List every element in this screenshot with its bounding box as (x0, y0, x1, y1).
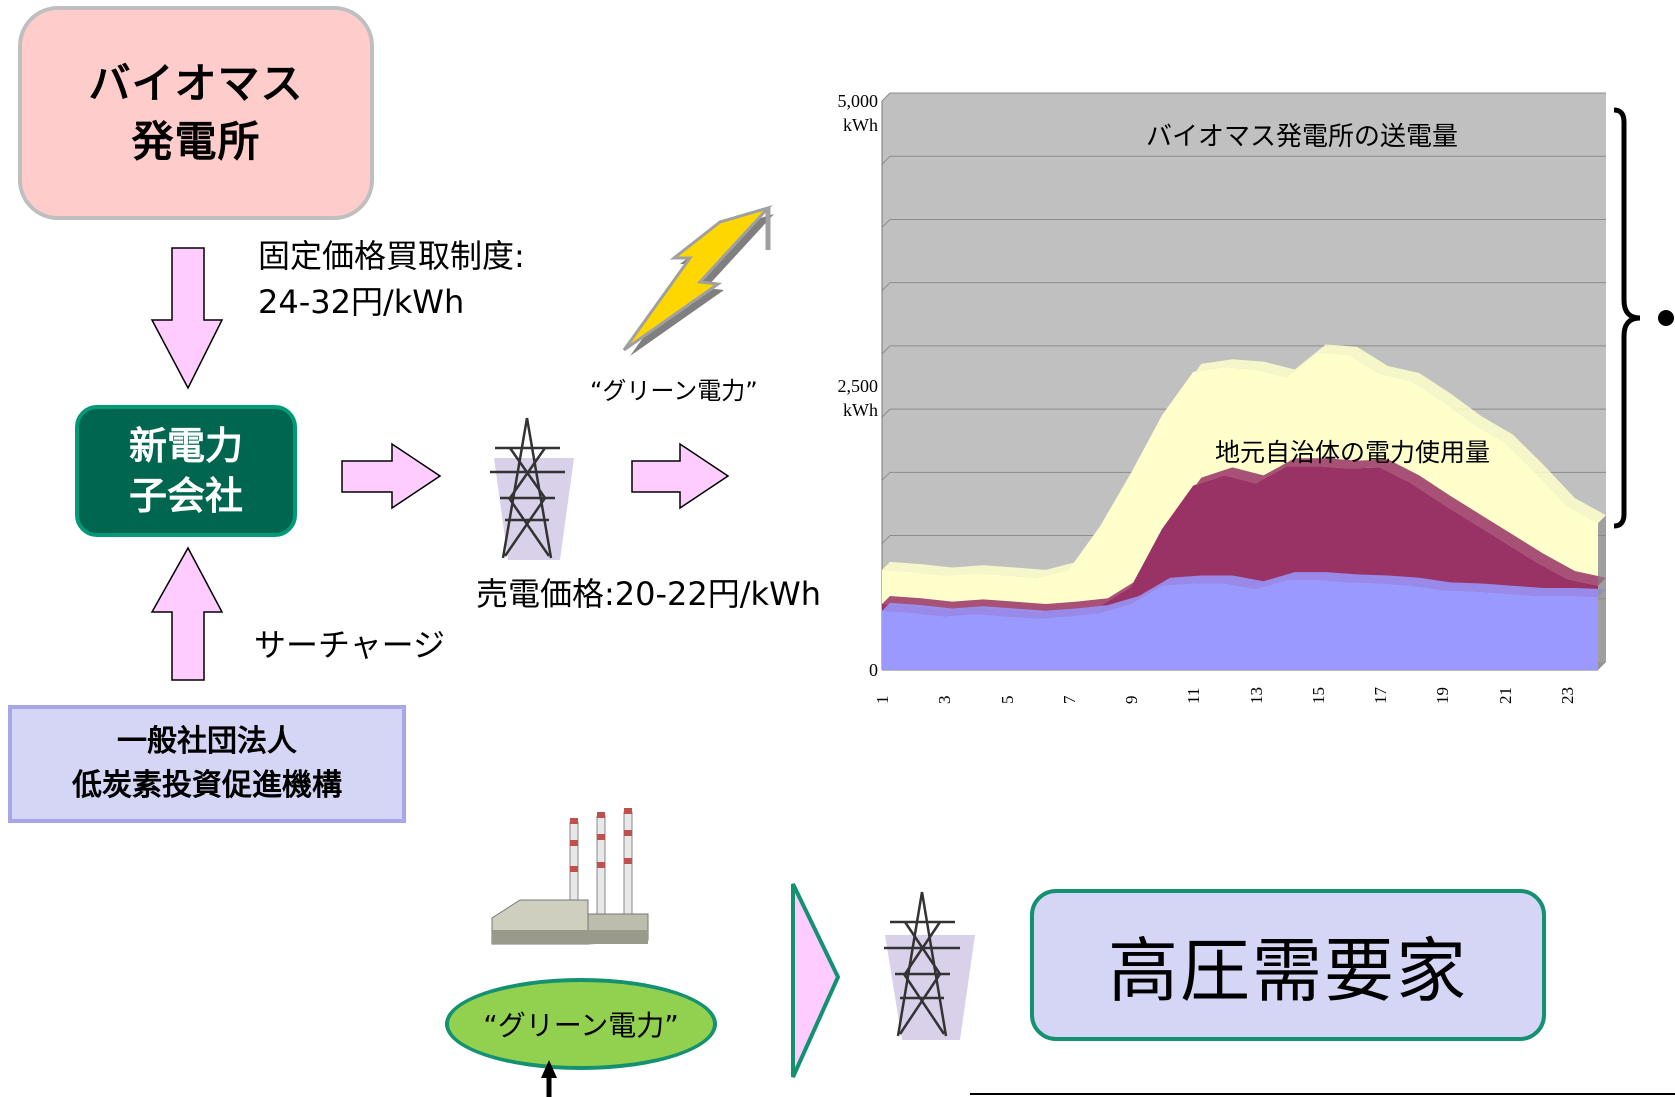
chart-title: バイオマス発電所の送電量 (1146, 122, 1459, 152)
chart-gridline (881, 471, 891, 481)
subsidiary-line2: 子会社 (128, 474, 243, 518)
chart-side-face (1598, 515, 1606, 670)
fit-down-arrow (150, 247, 224, 390)
chart-y-tick-label: 0 (808, 658, 878, 682)
bullet-dot (1658, 310, 1674, 326)
chart-y-tick-label: 2,500 kWh (808, 374, 879, 422)
customer-triangle-arrow (791, 883, 841, 1078)
association-line2: 低炭素投資促進機構 (72, 768, 342, 803)
association-line1: 一般社団法人 (117, 724, 297, 759)
chart-gridline (881, 155, 891, 165)
subsidiary-box: 新電力 子会社 (75, 405, 297, 537)
chart-x-tick-label: 1 (873, 695, 892, 705)
supply-right-arrow-1 (341, 442, 442, 510)
chart-gridline (881, 219, 891, 228)
chart-x-tick-label: 7 (1059, 695, 1079, 705)
power-tower-icon (884, 891, 975, 1040)
sale-price-label: 売電価格:20-22円/kWh (476, 575, 822, 613)
association-box: 一般社団法人 低炭素投資促進機構 (8, 705, 406, 823)
biomass-plant-line1: バイオマス (88, 59, 304, 108)
chart-x-tick-label: 9 (1122, 695, 1142, 705)
fit-label-line2: 24-32円/kWh (258, 283, 465, 321)
chart-gridline (881, 535, 891, 544)
chart-series-area (882, 580, 1598, 670)
lightning-icon (622, 205, 774, 356)
chart-series-edge (882, 572, 1606, 619)
chart-y-tick-line: kWh (843, 399, 878, 420)
chart-gridline (881, 408, 891, 418)
chart-y-tick-label: 5,000 kWh (808, 89, 879, 137)
factory-icon (491, 808, 649, 945)
biomass-plant-line2: 発電所 (131, 117, 261, 166)
chart-y-tick-line: 2,500 (837, 375, 879, 396)
chart-x-tick-label: 15 (1308, 687, 1328, 704)
biomass-plant-box: バイオマス 発電所 (18, 6, 374, 220)
chart-x-tick-label: 13 (1246, 687, 1266, 704)
chart-series-area (882, 352, 1598, 612)
chart-x-tick-label: 11 (1184, 687, 1204, 704)
chart-x-tick-label: 23 (1557, 687, 1577, 704)
green-power-oval: “グリーン電力” (445, 978, 717, 1070)
local-usage-label: 地元自治体の電力使用量 (1215, 438, 1491, 467)
chart-gridline (881, 345, 891, 355)
subsidiary-line1: 新電力 (128, 424, 243, 468)
fit-label-line1: 固定価格買取制度: (258, 237, 525, 275)
chart-y-tick-line: kWh (843, 115, 878, 135)
supply-right-arrow-2 (631, 442, 730, 510)
chart-x-tick-label: 5 (997, 695, 1017, 705)
fit-label: 固定価格買取制度: 24-32円/kWh (258, 233, 525, 325)
chart-gridline (881, 282, 891, 292)
chart-y-tick-line: 0 (869, 660, 878, 680)
surcharge-label: サーチャージ (254, 626, 446, 664)
chart-gridline (881, 92, 891, 102)
chart-brace (1613, 107, 1641, 529)
green-power-label: “グリーン電力” (590, 377, 758, 405)
power-tower-icon (490, 417, 574, 560)
chart-y-tick-line: 5,000 (837, 91, 879, 111)
chart-x-tick-label: 3 (935, 695, 955, 705)
chart-x-tick-label: 21 (1495, 687, 1515, 704)
customer-box: 高圧需要家 (1030, 889, 1546, 1041)
surcharge-up-arrow (150, 546, 224, 681)
chart-x-tick-label: 17 (1371, 687, 1391, 704)
chart-x-tick-label: 19 (1433, 687, 1453, 704)
